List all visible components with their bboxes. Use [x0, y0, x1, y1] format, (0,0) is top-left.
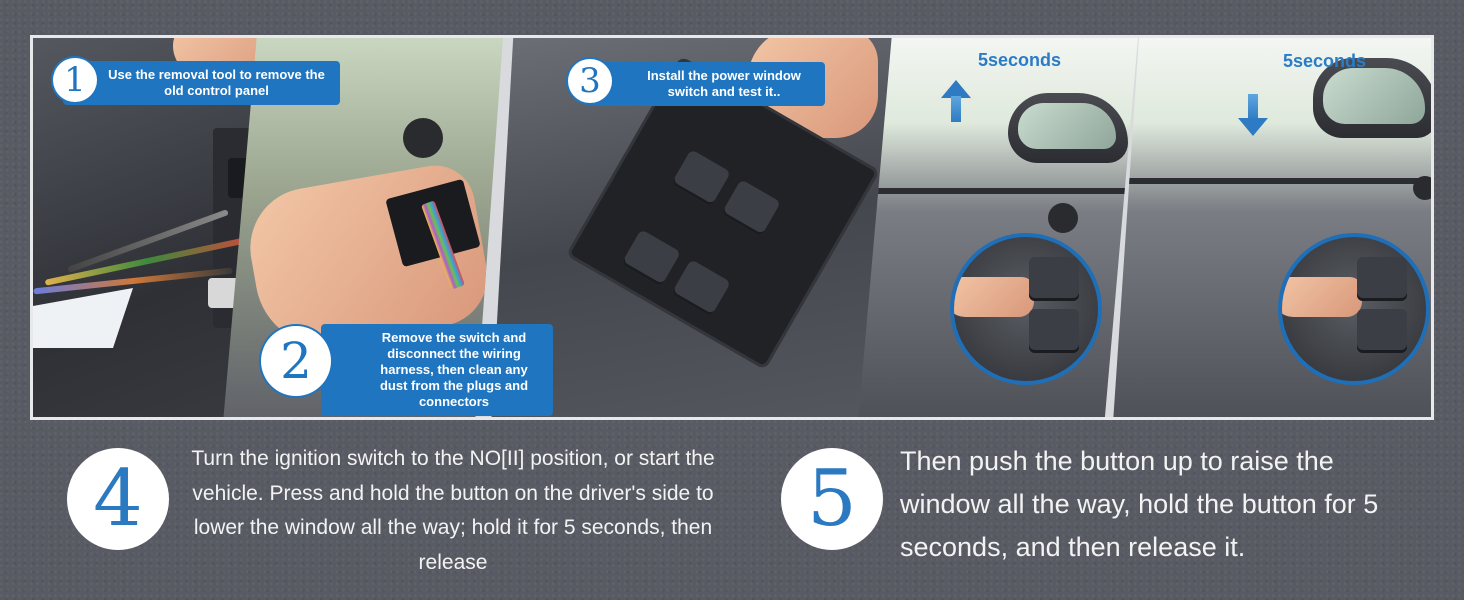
step-3-text: Install the power window switch and test… — [647, 68, 801, 99]
illustration-strip: Use the removal tool to remove the old c… — [30, 35, 1434, 420]
step-1-callout: Use the removal tool to remove the old c… — [63, 61, 340, 105]
window-sill — [1113, 178, 1431, 184]
door-lock — [403, 118, 443, 158]
side-mirror — [1008, 93, 1128, 163]
step-2-text: Remove the switch and disconnect the wir… — [379, 330, 529, 409]
door-lock — [1048, 203, 1078, 233]
window-button — [1357, 257, 1407, 301]
arrow-down-icon — [1238, 94, 1268, 138]
step-5-text: Then push the button up to raise the win… — [900, 446, 1379, 562]
door-lock — [1413, 176, 1431, 200]
window-sill — [858, 188, 1138, 194]
raise-duration-label: 5seconds — [978, 50, 1062, 70]
light-patch — [33, 288, 133, 348]
panel-lower-window — [1113, 38, 1431, 417]
step-1-number: 1 — [53, 58, 97, 102]
arrow-up-icon — [941, 80, 971, 124]
step-3-callout: Install the power window switch and test… — [593, 62, 825, 106]
window-button — [1029, 257, 1079, 301]
step-1-text: Use the removal tool to remove the old c… — [108, 67, 325, 98]
side-mirror — [1313, 58, 1431, 138]
panel-raise-window — [858, 38, 1138, 417]
step-2-number: 2 — [261, 326, 331, 396]
step-4-number: 4 — [67, 448, 169, 550]
switch-zoom-circle — [1278, 233, 1430, 385]
finger-illustration — [1282, 277, 1362, 317]
switch-zoom-circle — [950, 233, 1102, 385]
step-5-number: 5 — [781, 448, 883, 550]
step-2-callout: Remove the switch and disconnect the wir… — [321, 324, 553, 416]
step-4-text: Turn the ignition switch to the NO[II] p… — [191, 447, 715, 574]
window-button — [1357, 309, 1407, 353]
step-3-number: 3 — [568, 59, 612, 103]
finger-illustration — [954, 277, 1034, 317]
lower-duration-label: 5seconds — [1283, 51, 1367, 71]
window-button — [1029, 309, 1079, 353]
